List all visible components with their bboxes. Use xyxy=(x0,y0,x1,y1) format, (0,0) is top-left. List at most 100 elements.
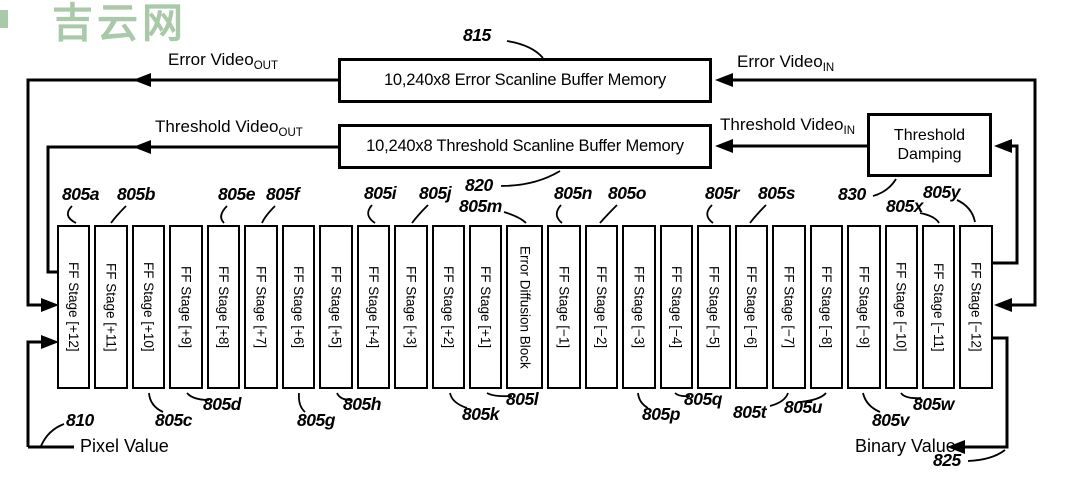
ff-stage-minus10: FF Stage [−10] xyxy=(884,225,918,389)
ff-stage-minus2-label: FF Stage [−2] xyxy=(594,265,610,349)
ff-stage-minus9-label: FF Stage [−9] xyxy=(856,265,872,349)
ff-stage-plus12-label: FF Stage [+12] xyxy=(66,262,82,352)
error-scanline-buffer-label: 10,240x8 Error Scanline Buffer Memory xyxy=(383,71,667,89)
ff-stage-plus3-label: FF Stage [+3] xyxy=(403,265,419,349)
ref-805b: 805b xyxy=(117,184,155,204)
threshold-damping-line1: Threshold xyxy=(893,127,966,144)
ff-stage-minus4: FF Stage [−4] xyxy=(659,225,694,389)
ref-805g: 805g xyxy=(297,410,335,430)
leader-815 xyxy=(506,40,544,59)
leader-805q xyxy=(674,392,691,398)
leader-805y xyxy=(956,199,976,223)
ff-stage-minus1-label: FF Stage [−1] xyxy=(556,265,572,349)
ff-stage-minus3: FF Stage [−3] xyxy=(622,225,656,389)
threshold-video-out-text: Threshold Video xyxy=(155,117,279,136)
leader-805u xyxy=(799,392,827,403)
ff-stage-plus6: FF Stage [+6] xyxy=(281,225,316,389)
ff-stage-plus8-label: FF Stage [+8] xyxy=(216,265,232,349)
ref-810: 810 xyxy=(66,410,94,430)
threshold-video-in-text: Threshold Video xyxy=(720,115,844,134)
ff-stage-plus11: FF Stage [+11] xyxy=(94,225,128,389)
ref-805q: 805q xyxy=(684,389,722,409)
ff-stage-minus8-label: FF Stage [−8] xyxy=(818,265,834,349)
ff-stage-minus1: FF Stage [−1] xyxy=(547,225,581,389)
ff-stage-minus7: FF Stage [−7] xyxy=(772,225,806,389)
leader-805p xyxy=(637,392,649,409)
ff-stage-minus5: FF Stage [−5] xyxy=(697,225,731,389)
ff-stage-minus11-label: FF Stage [−11] xyxy=(931,262,947,352)
binary-value-line xyxy=(962,336,1009,449)
arrowhead xyxy=(41,298,59,312)
leader-805o xyxy=(599,204,618,224)
ref-805m: 805m xyxy=(459,196,502,216)
ref-805e: 805e xyxy=(218,184,255,204)
leader-805h xyxy=(336,392,352,401)
error-video-out-text: Error Video xyxy=(168,50,254,69)
ff-stage-plus1-label: FF Stage [+1] xyxy=(478,265,494,349)
error-video-out-label: Error VideoOUT xyxy=(168,50,278,72)
ff-stage-plus1: FF Stage [+1] xyxy=(468,225,503,389)
ff-stage-plus8: FF Stage [+8] xyxy=(206,225,241,389)
threshold-video-in-label: Threshold VideoIN xyxy=(720,115,855,137)
leader-805s xyxy=(749,204,767,224)
ff-stage-plus5: FF Stage [+5] xyxy=(319,225,353,389)
ff-stage-minus4-label: FF Stage [−4] xyxy=(669,265,685,349)
ref-815: 815 xyxy=(463,25,491,45)
leader-805i xyxy=(367,204,376,224)
ref-805s: 805s xyxy=(758,183,795,203)
error-video-in-line xyxy=(719,78,1037,307)
damping-feedback-line xyxy=(993,144,1019,265)
leader-805t xyxy=(769,392,789,407)
leader-820 xyxy=(500,170,561,187)
ff-stage-minus8: FF Stage [−8] xyxy=(809,225,844,389)
ref-805n: 805n xyxy=(554,183,592,203)
ff-stage-plus10-label: FF Stage [+10] xyxy=(141,262,157,352)
leader-805d xyxy=(186,392,210,401)
ref-805a: 805a xyxy=(62,184,99,204)
ref-805p: 805p xyxy=(642,404,680,424)
threshold-scanline-buffer-box: 10,240x8 Threshold Scanline Buffer Memor… xyxy=(338,124,712,169)
leader-830 xyxy=(872,178,897,197)
ff-stage-minus12: FF Stage [−12] xyxy=(959,225,993,389)
ff-stage-plus10: FF Stage [+10] xyxy=(131,225,166,389)
ref-820: 820 xyxy=(465,175,493,195)
arrowhead xyxy=(715,73,733,87)
ff-stage-plus5-label: FF Stage [+5] xyxy=(328,265,344,349)
ff-stage-plus6-label: FF Stage [+6] xyxy=(290,265,306,349)
ref-805d: 805d xyxy=(203,394,241,414)
error-video-in-sub: IN xyxy=(822,62,835,74)
watermark: 吉云网 xyxy=(52,0,187,46)
arrowhead xyxy=(947,440,965,454)
pixel-value-label: Pixel Value xyxy=(80,436,169,456)
threshold-damping-line2: Damping xyxy=(897,146,962,163)
leader-805c xyxy=(148,392,164,413)
ff-stage-minus9: FF Stage [−9] xyxy=(847,225,881,389)
ff-stage-minus5-label: FF Stage [−5] xyxy=(706,265,722,349)
ref-805y: 805y xyxy=(923,182,960,202)
threshold-video-out-label: Threshold VideoOUT xyxy=(155,117,303,139)
ref-830: 830 xyxy=(838,184,866,204)
error-video-in-label: Error VideoIN xyxy=(737,52,834,74)
ff-stage-minus11: FF Stage [−11] xyxy=(921,225,956,389)
ref-805f: 805f xyxy=(266,184,300,204)
ref-805u: 805u xyxy=(784,397,822,417)
ref-805w: 805w xyxy=(913,394,954,414)
ff-stage-plus4-label: FF Stage [+4] xyxy=(365,265,381,349)
error-diffusion-block: Error Diffusion Block xyxy=(506,225,544,389)
threshold-scanline-buffer-label: 10,240x8 Threshold Scanline Buffer Memor… xyxy=(366,137,684,155)
ff-stage-plus9-label: FF Stage [+9] xyxy=(178,265,194,349)
ref-805h: 805h xyxy=(343,394,381,414)
arrowhead xyxy=(994,298,1012,312)
ff-stage-minus6-label: FF Stage [−6] xyxy=(743,265,759,349)
ff-stage-minus6: FF Stage [−6] xyxy=(734,225,769,389)
ff-stage-minus10-label: FF Stage [−10] xyxy=(893,262,909,352)
ff-stage-plus2: FF Stage [+2] xyxy=(431,225,465,389)
leader-805n xyxy=(555,204,563,224)
leader-805j xyxy=(411,204,429,224)
ref-805c: 805c xyxy=(155,410,192,430)
ff-stage-plus11-label: FF Stage [+11] xyxy=(103,262,119,352)
error-video-out-sub: OUT xyxy=(253,60,278,72)
threshold-damping-label: Threshold Damping xyxy=(894,126,965,164)
